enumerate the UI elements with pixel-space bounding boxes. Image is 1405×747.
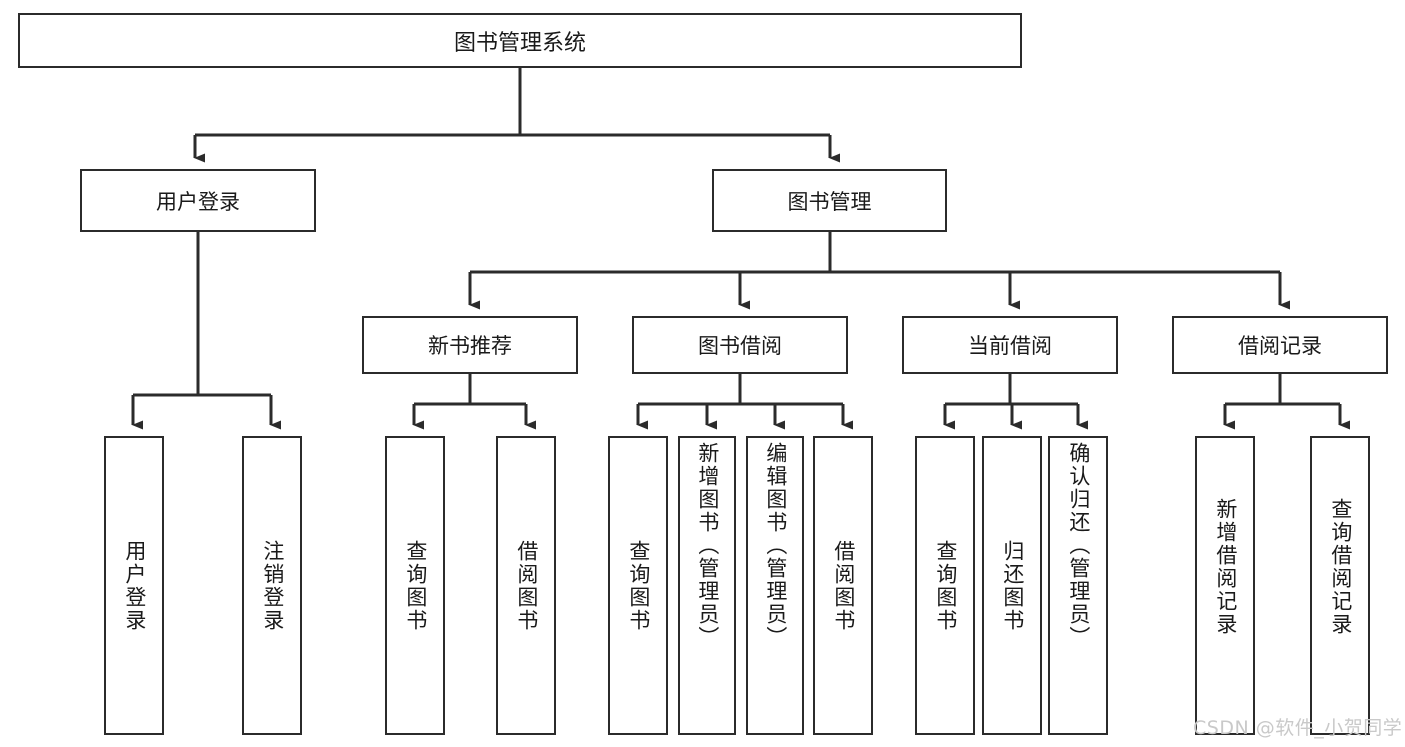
node-leaf-user-login-label: 用户登录	[122, 539, 147, 632]
node-leaf-borrow-book-2-label: 借阅图书	[831, 539, 856, 632]
node-borrow-record[interactable]: 借阅记录	[1172, 316, 1388, 374]
node-leaf-add-record[interactable]: 新增借阅记录	[1195, 436, 1255, 735]
node-leaf-user-login[interactable]: 用户登录	[104, 436, 164, 735]
node-leaf-query-record[interactable]: 查询借阅记录	[1310, 436, 1370, 735]
node-leaf-user-logout[interactable]: 注销登录	[242, 436, 302, 735]
node-current-borrow[interactable]: 当前借阅	[902, 316, 1118, 374]
node-leaf-user-logout-label: 注销登录	[260, 539, 285, 632]
node-leaf-query-book-2[interactable]: 查询图书	[608, 436, 668, 735]
node-leaf-borrow-book-1-label: 借阅图书	[514, 539, 539, 632]
node-leaf-query-book-3[interactable]: 查询图书	[915, 436, 975, 735]
node-leaf-edit-book[interactable]: 编辑图书（管理员）	[746, 436, 804, 735]
node-root-system[interactable]: 图书管理系统	[18, 13, 1022, 68]
node-leaf-borrow-book-2[interactable]: 借阅图书	[813, 436, 873, 735]
node-leaf-query-record-label: 查询借阅记录	[1328, 498, 1353, 636]
node-leaf-borrow-book-1[interactable]: 借阅图书	[496, 436, 556, 735]
node-leaf-query-book-1-label: 查询图书	[403, 539, 428, 632]
node-leaf-confirm-return[interactable]: 确认归还（管理员）	[1048, 436, 1108, 735]
node-leaf-add-book-label: 新增图书（管理员）	[695, 442, 720, 649]
node-book-management[interactable]: 图书管理	[712, 169, 947, 232]
node-new-book-recommend[interactable]: 新书推荐	[362, 316, 578, 374]
node-user-login[interactable]: 用户登录	[80, 169, 316, 232]
node-leaf-edit-book-label: 编辑图书（管理员）	[763, 442, 788, 649]
node-leaf-query-book-1[interactable]: 查询图书	[385, 436, 445, 735]
node-leaf-return-book-label: 归还图书	[1000, 539, 1025, 632]
node-book-borrow[interactable]: 图书借阅	[632, 316, 848, 374]
node-leaf-add-book[interactable]: 新增图书（管理员）	[678, 436, 736, 735]
csdn-watermark: CSDN @软件_小贺同学	[1193, 717, 1403, 739]
node-leaf-return-book[interactable]: 归还图书	[982, 436, 1042, 735]
node-leaf-add-record-label: 新增借阅记录	[1213, 498, 1238, 636]
node-leaf-query-book-2-label: 查询图书	[626, 539, 651, 632]
node-leaf-query-book-3-label: 查询图书	[933, 539, 958, 632]
node-leaf-confirm-return-label: 确认归还（管理员）	[1066, 442, 1091, 649]
